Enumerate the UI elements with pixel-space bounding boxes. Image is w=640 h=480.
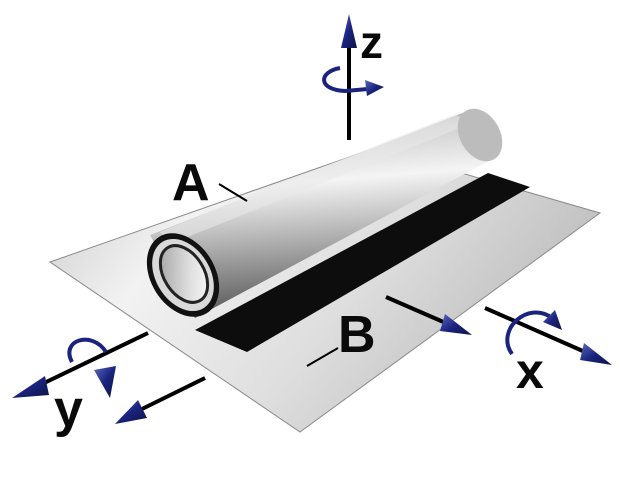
z-axis: z (322, 14, 384, 140)
cylinder-a (146, 108, 503, 318)
cylinder-inner-hole (158, 244, 210, 304)
z-axis-arrow-head (341, 14, 357, 48)
x-rotation-arrow-icon (505, 310, 554, 356)
sheet-shadow-band (195, 173, 530, 352)
y-axis-label: y (54, 380, 83, 438)
label-a: A (172, 154, 210, 212)
leader-line-a (218, 183, 248, 202)
x-axis-label: x (516, 343, 544, 399)
leader-line-b (306, 347, 339, 367)
z-rotation-arrow-icon (322, 66, 369, 94)
x-axis: x (385, 295, 612, 399)
label-b: B (338, 306, 376, 364)
y-rotation-arrow-icon (67, 337, 108, 363)
x-axis-arrow-head-positive-a (440, 314, 472, 335)
y-axis-arrow-head-negative (12, 376, 49, 398)
y-axis-arrow-head-positive (115, 400, 147, 424)
z-axis-label: z (360, 16, 383, 68)
x-axis-arrow-head-positive-b (580, 343, 612, 365)
y-axis: y (12, 331, 206, 438)
